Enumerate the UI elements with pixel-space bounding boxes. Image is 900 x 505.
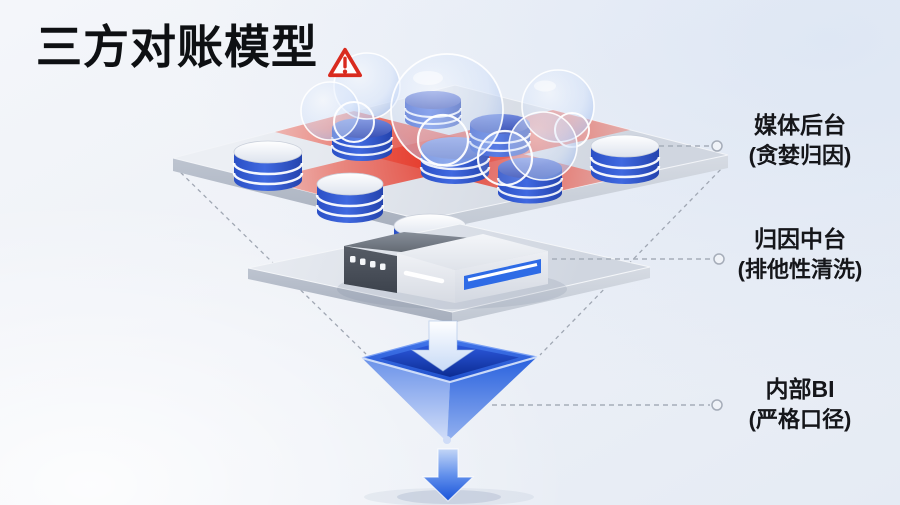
server-slot [403,270,445,284]
label-connectors [492,140,725,411]
page-title: 三方对账模型 [36,22,364,80]
label-attribution-hub-sub: (排他性清洗) [737,257,863,282]
page-title-text: 三方对账模型 [36,21,318,73]
label-media-backend-sub: (贪婪归因) [748,143,852,168]
connector-media [659,140,723,152]
bubble [300,81,360,141]
label-media-backend: 媒体后台 (贪婪归因) [694,111,900,170]
cylinder [589,134,661,184]
connector-attribution [552,253,725,265]
connector-endpoint-dot [711,399,723,411]
bubble-ring [416,113,470,167]
warning-icon [327,47,362,78]
connector-bi [492,399,723,411]
attribution-server [344,232,548,303]
bubble-ring [333,101,375,143]
connector-endpoint-dot [713,253,725,265]
bubble-ring [476,129,534,187]
label-internal-bi: 内部BI (严格口径) [694,375,900,434]
top-layer [172,52,729,268]
middle-layer [247,223,651,323]
cylinder [232,140,304,191]
server-blue-panel [464,259,541,290]
server-indicator-dots [350,256,386,270]
label-internal-bi-sub: (严格口径) [748,407,852,432]
funnel-layer [361,320,538,505]
bubble [508,111,578,181]
label-internal-bi-title: 内部BI [765,376,835,402]
cylinder [330,118,394,161]
label-attribution-hub: 归因中台 (排他性清洗) [694,225,900,284]
glass-bubbles [300,52,595,187]
funnel-exit-arrow [421,448,475,502]
label-attribution-hub-title: 归因中台 [754,226,846,252]
label-media-backend-title: 媒体后台 [754,112,846,138]
cylinder [315,172,385,223]
connector-endpoint-dot [711,140,723,152]
funnel-entry-arrow [410,320,476,372]
